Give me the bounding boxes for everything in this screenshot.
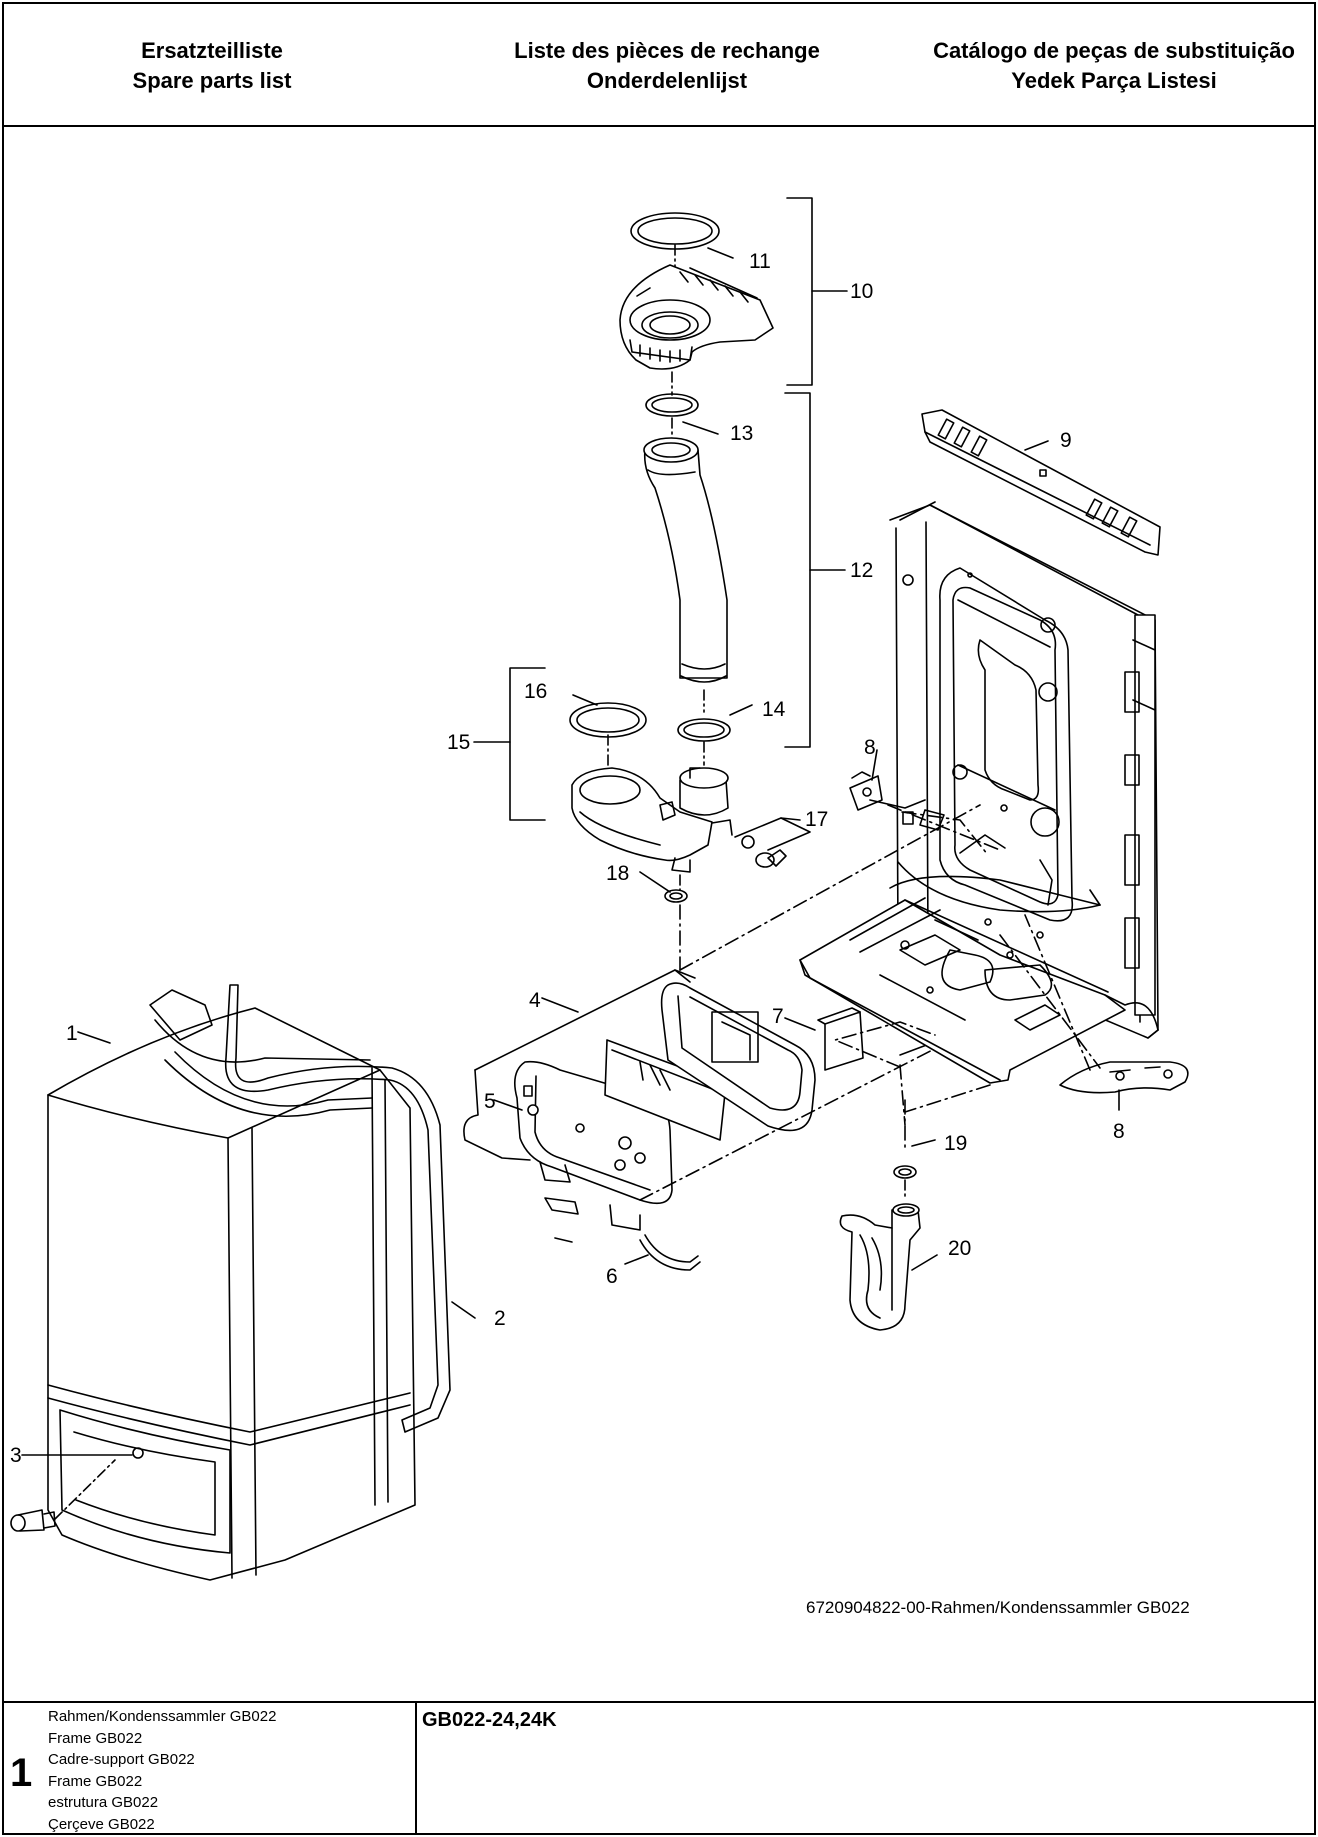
part-label-4: 4 <box>529 989 541 1012</box>
footer-divider <box>415 1703 417 1835</box>
header-title-de: Ersatzteilliste <box>141 38 283 63</box>
part-label-10: 10 <box>850 280 873 303</box>
header-german-english: Ersatzteilliste Spare parts list <box>52 36 372 96</box>
page-section-number: 1 <box>10 1751 33 1795</box>
part-number-labels: 1 2 3 4 5 6 7 8 8 9 10 11 12 13 14 15 16… <box>10 250 1125 1467</box>
header-title-nl: Onderdelenlijst <box>586 68 748 93</box>
header-title-tr: Yedek Parça Listesi <box>1011 68 1217 93</box>
part-label-3: 3 <box>10 1444 22 1467</box>
part-label-8-top: 8 <box>864 736 876 759</box>
part-label-6: 6 <box>606 1265 618 1288</box>
part-label-18: 18 <box>606 862 629 885</box>
part-label-14: 14 <box>762 698 786 721</box>
exploded-view-drawing: 1 2 3 4 5 6 7 8 8 9 10 11 12 13 14 15 16… <box>10 197 1190 1617</box>
bracket-group-15 <box>509 667 546 821</box>
part-label-9: 9 <box>1060 429 1072 452</box>
bracket-group-17 <box>734 817 811 851</box>
part-label-16: 16 <box>524 680 547 703</box>
part-label-12: 12 <box>850 559 873 582</box>
screw-part-3 <box>10 1447 144 1532</box>
flue-pipe-part-12 <box>643 393 731 766</box>
footer: 1 Rahmen/Kondenssammler GB022 Frame GB02… <box>2 1701 1316 1835</box>
header: Ersatzteilliste Spare parts list Liste d… <box>2 2 1316 127</box>
section-title-en: Frame GB022 <box>48 1729 143 1747</box>
header-portuguese-turkish: Catálogo de peças de substituição Yedek … <box>914 36 1314 96</box>
casing-part-1 <box>47 989 416 1581</box>
section-title-nl: Frame GB022 <box>48 1772 143 1790</box>
section-title-fr: Cadre-support GB022 <box>48 1751 195 1768</box>
model-number: GB022-24,24K <box>422 1709 557 1731</box>
control-unit-part-4 <box>463 969 986 1271</box>
header-title-en: Spare parts list <box>132 68 292 93</box>
section-title-tr: Çerçeve GB022 <box>48 1815 155 1833</box>
leader-lines <box>21 247 1120 1456</box>
section-title-pt: estrutura GB022 <box>48 1794 159 1811</box>
bracket-group-10 <box>786 197 813 386</box>
header-french-dutch: Liste des pièces de rechange Onderdelenl… <box>462 36 872 96</box>
part-label-15: 15 <box>447 731 470 754</box>
mounting-bracket-part-9 <box>921 409 1161 556</box>
header-title-pt: Catálogo de peças de substituição <box>933 38 1295 63</box>
bracket-group-12 <box>784 392 811 748</box>
part-label-1: 1 <box>66 1022 78 1045</box>
flue-adapter-part-10 <box>619 212 774 396</box>
part-label-11: 11 <box>749 250 771 273</box>
part-label-7: 7 <box>772 1005 784 1028</box>
part-label-20: 20 <box>948 1237 971 1260</box>
siphon-part-20 <box>839 1099 921 1331</box>
seal-part-2 <box>164 984 451 1433</box>
section-titles: Rahmen/Kondenssammler GB022 Frame GB022 … <box>48 1706 276 1835</box>
part-label-19: 19 <box>944 1132 967 1155</box>
chassis-frame <box>679 501 1189 1126</box>
part-label-17: 17 <box>805 808 828 831</box>
section-title-de: Rahmen/Kondenssammler GB022 <box>48 1708 277 1725</box>
part-label-5: 5 <box>484 1090 496 1113</box>
condensate-collector-part-15 <box>569 702 787 971</box>
header-title-fr: Liste des pièces de rechange <box>514 38 820 63</box>
part-label-8-bottom: 8 <box>1113 1120 1125 1143</box>
part-label-2: 2 <box>494 1307 506 1330</box>
part-label-13: 13 <box>730 422 753 445</box>
document-id: 6720904822-00-Rahmen/Kondenssammler GB02… <box>806 1598 1190 1617</box>
